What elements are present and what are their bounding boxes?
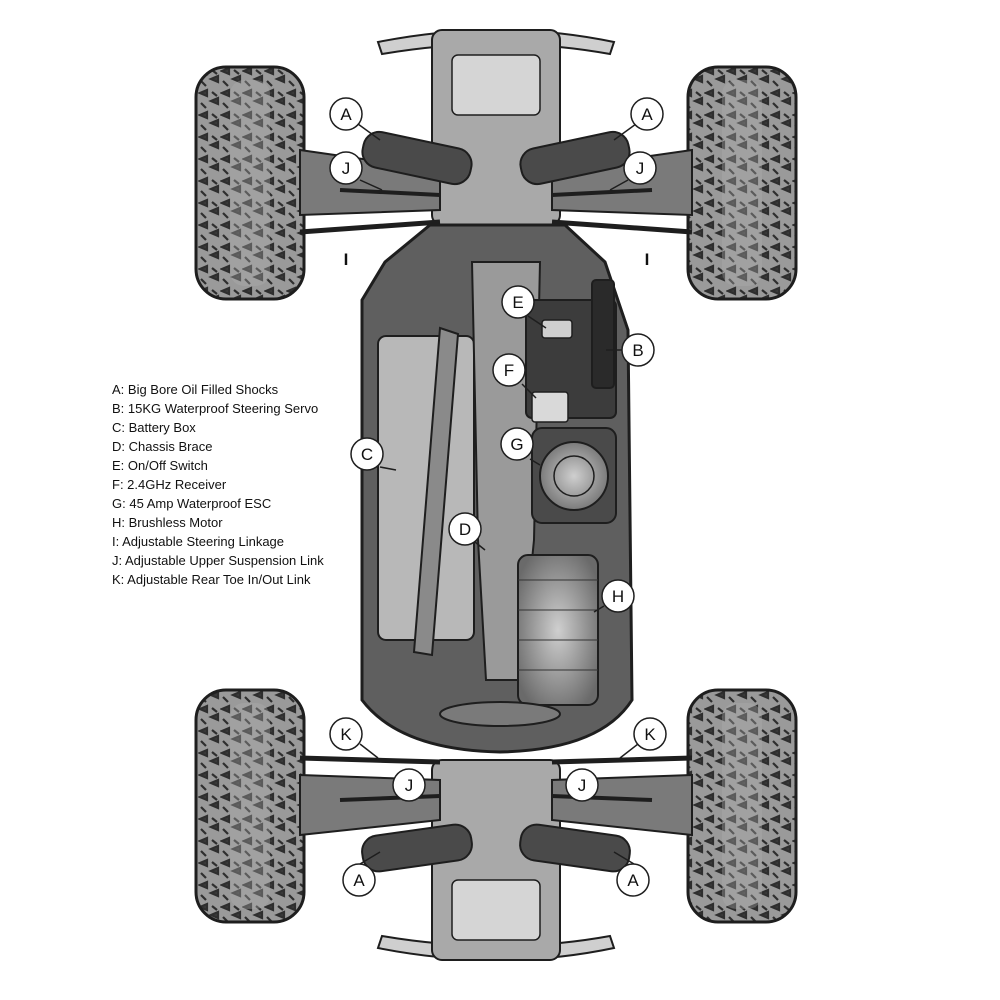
tire-rear-left bbox=[194, 688, 306, 924]
front-shocks bbox=[361, 130, 631, 186]
svg-text:K: K bbox=[644, 725, 656, 744]
svg-text:J: J bbox=[636, 159, 645, 178]
brushless-motor bbox=[517, 554, 599, 706]
callout-g: G bbox=[500, 427, 534, 461]
svg-text:H: H bbox=[612, 587, 624, 606]
rear-shocks bbox=[361, 823, 631, 873]
legend-item-b: B: 15KG Waterproof Steering Servo bbox=[112, 401, 319, 416]
leader-lines bbox=[357, 123, 639, 865]
legend-item-i: I: Adjustable Steering Linkage bbox=[112, 534, 285, 549]
svg-text:D: D bbox=[459, 520, 471, 539]
legend-item-g: G: 45 Amp Waterproof ESC bbox=[112, 496, 272, 511]
legend-item-d: D: Chassis Brace bbox=[112, 439, 213, 454]
callout-b: B bbox=[621, 333, 655, 367]
svg-text:E: E bbox=[512, 293, 523, 312]
tire-front-left bbox=[194, 65, 306, 301]
callout-c: C bbox=[350, 437, 384, 471]
svg-text:J: J bbox=[405, 776, 414, 795]
switch bbox=[541, 319, 573, 339]
svg-text:I: I bbox=[344, 250, 349, 269]
callout-j-front-right: J bbox=[623, 151, 657, 185]
legend-item-c: C: Battery Box bbox=[112, 420, 196, 435]
callout-a-front-right: A bbox=[630, 97, 664, 131]
tire-front-right bbox=[686, 65, 798, 301]
callout-j-front-left: J bbox=[329, 151, 363, 185]
svg-text:B: B bbox=[632, 341, 643, 360]
svg-text:I: I bbox=[645, 250, 650, 269]
svg-text:G: G bbox=[510, 435, 523, 454]
parts-legend: A: Big Bore Oil Filled Shocks B: 15KG Wa… bbox=[112, 380, 324, 589]
callout-a-rear-left: A bbox=[342, 863, 376, 897]
svg-text:A: A bbox=[340, 105, 352, 124]
svg-text:A: A bbox=[353, 871, 365, 890]
callout-k-rear-right: K bbox=[633, 717, 667, 751]
callout-j-rear-left: J bbox=[392, 768, 426, 802]
legend-item-k: K: Adjustable Rear Toe In/Out Link bbox=[112, 572, 311, 587]
legend-item-a: A: Big Bore Oil Filled Shocks bbox=[112, 382, 279, 397]
callout-a-front-left: A bbox=[329, 97, 363, 131]
tire-rear-right bbox=[686, 688, 798, 924]
legend-item-e: E: On/Off Switch bbox=[112, 458, 208, 473]
svg-text:A: A bbox=[627, 871, 639, 890]
esc-fan bbox=[539, 441, 609, 511]
callout-d: D bbox=[448, 512, 482, 546]
chassis-brace bbox=[412, 326, 460, 657]
legend-item-h: H: Brushless Motor bbox=[112, 515, 223, 530]
callout-h: H bbox=[601, 579, 635, 613]
callout-i-left: I bbox=[344, 250, 349, 269]
svg-text:F: F bbox=[504, 361, 514, 380]
callout-a-rear-right: A bbox=[616, 863, 650, 897]
spur-gear bbox=[439, 701, 561, 727]
svg-text:J: J bbox=[578, 776, 587, 795]
svg-text:K: K bbox=[340, 725, 352, 744]
svg-text:C: C bbox=[361, 445, 373, 464]
legend-item-j: J: Adjustable Upper Suspension Link bbox=[112, 553, 324, 568]
steering-servo bbox=[591, 279, 615, 389]
callout-j-rear-right: J bbox=[565, 768, 599, 802]
legend-item-f: F: 2.4GHz Receiver bbox=[112, 477, 227, 492]
svg-text:J: J bbox=[342, 159, 351, 178]
svg-text:A: A bbox=[641, 105, 653, 124]
callout-e: E bbox=[501, 285, 535, 319]
callout-i-right: I bbox=[645, 250, 650, 269]
receiver bbox=[531, 391, 569, 423]
callout-f: F bbox=[492, 353, 526, 387]
callout-k-rear-left: K bbox=[329, 717, 363, 751]
